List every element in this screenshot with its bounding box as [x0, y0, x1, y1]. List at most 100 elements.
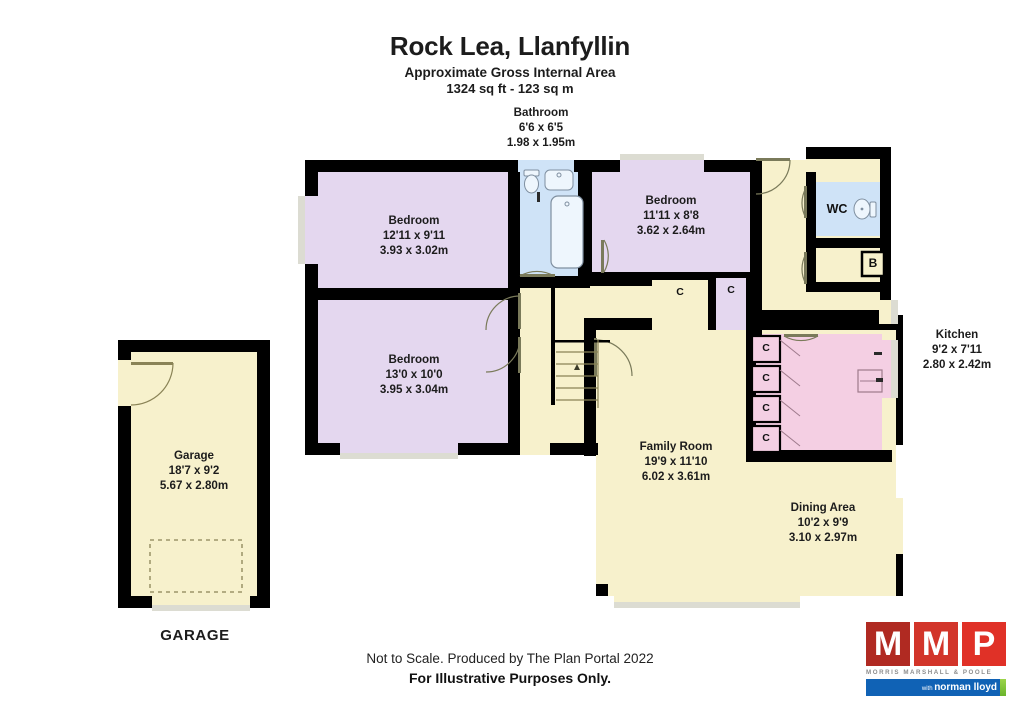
- stair-string-top: [552, 340, 610, 343]
- bathroom-name: Bathroom: [513, 106, 569, 119]
- garage-metric: 5.67 x 2.80m: [159, 478, 229, 492]
- page-title: Rock Lea, Llanfyllin: [389, 31, 631, 61]
- wc-cistern-icon: [869, 201, 877, 218]
- bedroom1-metric: 3.93 x 3.02m: [379, 243, 449, 257]
- family-room-metric: 6.02 x 3.61m: [641, 469, 711, 483]
- wall-wc-left: [806, 172, 816, 292]
- bathroom-metric: 1.98 x 1.95m: [506, 135, 576, 149]
- wall-bathroom-bottom: [508, 276, 590, 288]
- window-bedroom1-left: [305, 196, 318, 264]
- window-bedroom3-bottom: [340, 443, 458, 455]
- wc-fixtures: [853, 198, 877, 220]
- bedroom2-metric: 3.62 x 2.64m: [636, 223, 706, 237]
- garage-floor: [131, 352, 257, 596]
- garage-name: Garage: [174, 449, 214, 462]
- bedroom1-floor: [318, 172, 514, 288]
- bedroom2-floor: [592, 172, 750, 282]
- room-label-bathroom: Bathroom 6'6 x 6'5 1.98 x 1.95m: [463, 106, 619, 150]
- bathroom-imperial: 6'6 x 6'5: [518, 120, 564, 134]
- dining-imperial: 10'2 x 9'9: [797, 515, 849, 529]
- room-label-bedroom3: Bedroom 13'0 x 10'0 3.95 x 3.04m: [334, 353, 494, 397]
- mmp-logo: M M P MORRIS MARSHALL & POOLE with norma…: [866, 622, 1006, 702]
- room-label-dining-area: Dining Area 10'2 x 9'9 3.10 x 2.97m: [744, 501, 902, 545]
- cupboard-label-kitchen-3: C: [762, 402, 770, 414]
- door-bedroom2: [603, 239, 609, 273]
- kitchen-imperial: 9'2 x 7'11: [931, 342, 982, 356]
- cupboard-c-centre-2: [716, 278, 746, 330]
- door-leaf-store: [804, 252, 807, 284]
- logo-letter-m1: M: [866, 622, 910, 666]
- logo-affiliate-name: norman lloyd: [934, 682, 997, 693]
- bedroom2-name: Bedroom: [645, 194, 697, 207]
- window-bedroom2-top-sill: [620, 154, 704, 160]
- cupboard-c-kitchen-1: [750, 334, 782, 364]
- garage-door-swing: [130, 362, 174, 406]
- opening-corridor-right: [879, 300, 891, 324]
- staircase: [551, 285, 610, 408]
- toilet-bowl-icon: [524, 174, 539, 194]
- bedroom1-imperial: 12'11 x 9'11: [382, 228, 446, 242]
- cupboard-c-kitchen-4: [750, 424, 782, 454]
- centre-cupboards: [652, 278, 746, 330]
- opening-corridor-right-sill: [891, 300, 898, 324]
- window-bedroom1-left-sill: [298, 196, 305, 264]
- window-bedroom3-bottom-sill: [340, 453, 458, 459]
- bedroom3-name: Bedroom: [388, 353, 440, 366]
- logo-affiliate-bar: with norman lloyd: [866, 679, 1006, 696]
- room-label-garage: Garage 18'7 x 9'2 5.67 x 2.80m: [116, 449, 272, 493]
- door-leaf-wc: [804, 186, 807, 218]
- wall-cupboard-2: [706, 284, 716, 330]
- page-area: 1324 sq ft - 123 sq m: [446, 81, 574, 96]
- cupboard-c-centre-1: [652, 280, 708, 330]
- logo-affiliate-text: with norman lloyd: [922, 682, 1006, 693]
- door-leaf-bedroom3: [518, 337, 521, 373]
- boiler-outline: [860, 250, 886, 278]
- room-label-bedroom2: Bedroom 11'11 x 8'8 3.62 x 2.64m: [592, 194, 750, 238]
- wall-bedroom-right-upper: [508, 160, 520, 288]
- door-leaf-kitchen: [784, 334, 818, 337]
- garage-door-opening: [118, 360, 132, 406]
- door-leaf-entrance: [756, 158, 790, 161]
- cupboard-label-kitchen-2: C: [762, 372, 770, 384]
- cupboard-c-kitchen-2: [750, 364, 782, 394]
- house-block: [298, 147, 903, 608]
- wall-bedroom-right-lower: [508, 300, 520, 455]
- sink-icon: [544, 169, 574, 191]
- footer-line-1: Not to Scale. Produced by The Plan Porta…: [366, 651, 654, 666]
- bath-icon: [550, 195, 584, 269]
- kitchen-cupboards: [750, 334, 801, 454]
- cupboard-label-centre-1: C: [676, 286, 684, 298]
- stair-treads: [556, 340, 599, 408]
- bathroom-fixture-mark: [537, 192, 540, 202]
- kitchen-cupboard-swings: [779, 339, 801, 447]
- boiler-box: [860, 250, 886, 278]
- garage-door-leaf: [131, 362, 173, 365]
- logo-stripe: [1000, 679, 1006, 696]
- window-family-bottom-sill: [614, 602, 800, 608]
- logo-letter-m2: M: [914, 622, 958, 666]
- bedroom2-imperial: 11'11 x 8'8: [643, 208, 699, 222]
- cupboard-label-kitchen-4: C: [762, 432, 770, 444]
- wall-store-bottom: [806, 282, 890, 292]
- dining-metric: 3.10 x 2.97m: [788, 530, 858, 544]
- stair-wall: [551, 285, 555, 405]
- cupboard-c-kitchen-3: [750, 394, 782, 424]
- dining-name: Dining Area: [790, 501, 856, 514]
- kitchen-hob-mark: [874, 352, 882, 355]
- door-leaf-family: [594, 338, 597, 376]
- boiler-label: B: [868, 256, 878, 270]
- family-room-name: Family Room: [639, 440, 713, 453]
- bedroom3-floor: [318, 300, 514, 443]
- hall-opening: [520, 443, 550, 455]
- window-dining-right: [891, 498, 903, 554]
- sink-tap-icon: [556, 172, 562, 178]
- bedroom1-name: Bedroom: [388, 214, 440, 227]
- window-family-bottom-2: [614, 593, 800, 604]
- bathroom-fixtures: [523, 169, 584, 269]
- room-label-bedroom1: Bedroom 12'11 x 9'11 3.93 x 3.02m: [334, 214, 494, 258]
- wall-kitchen-bottom: [746, 450, 892, 462]
- window-bathroom-top: [518, 160, 574, 172]
- door-leaves: [518, 158, 818, 376]
